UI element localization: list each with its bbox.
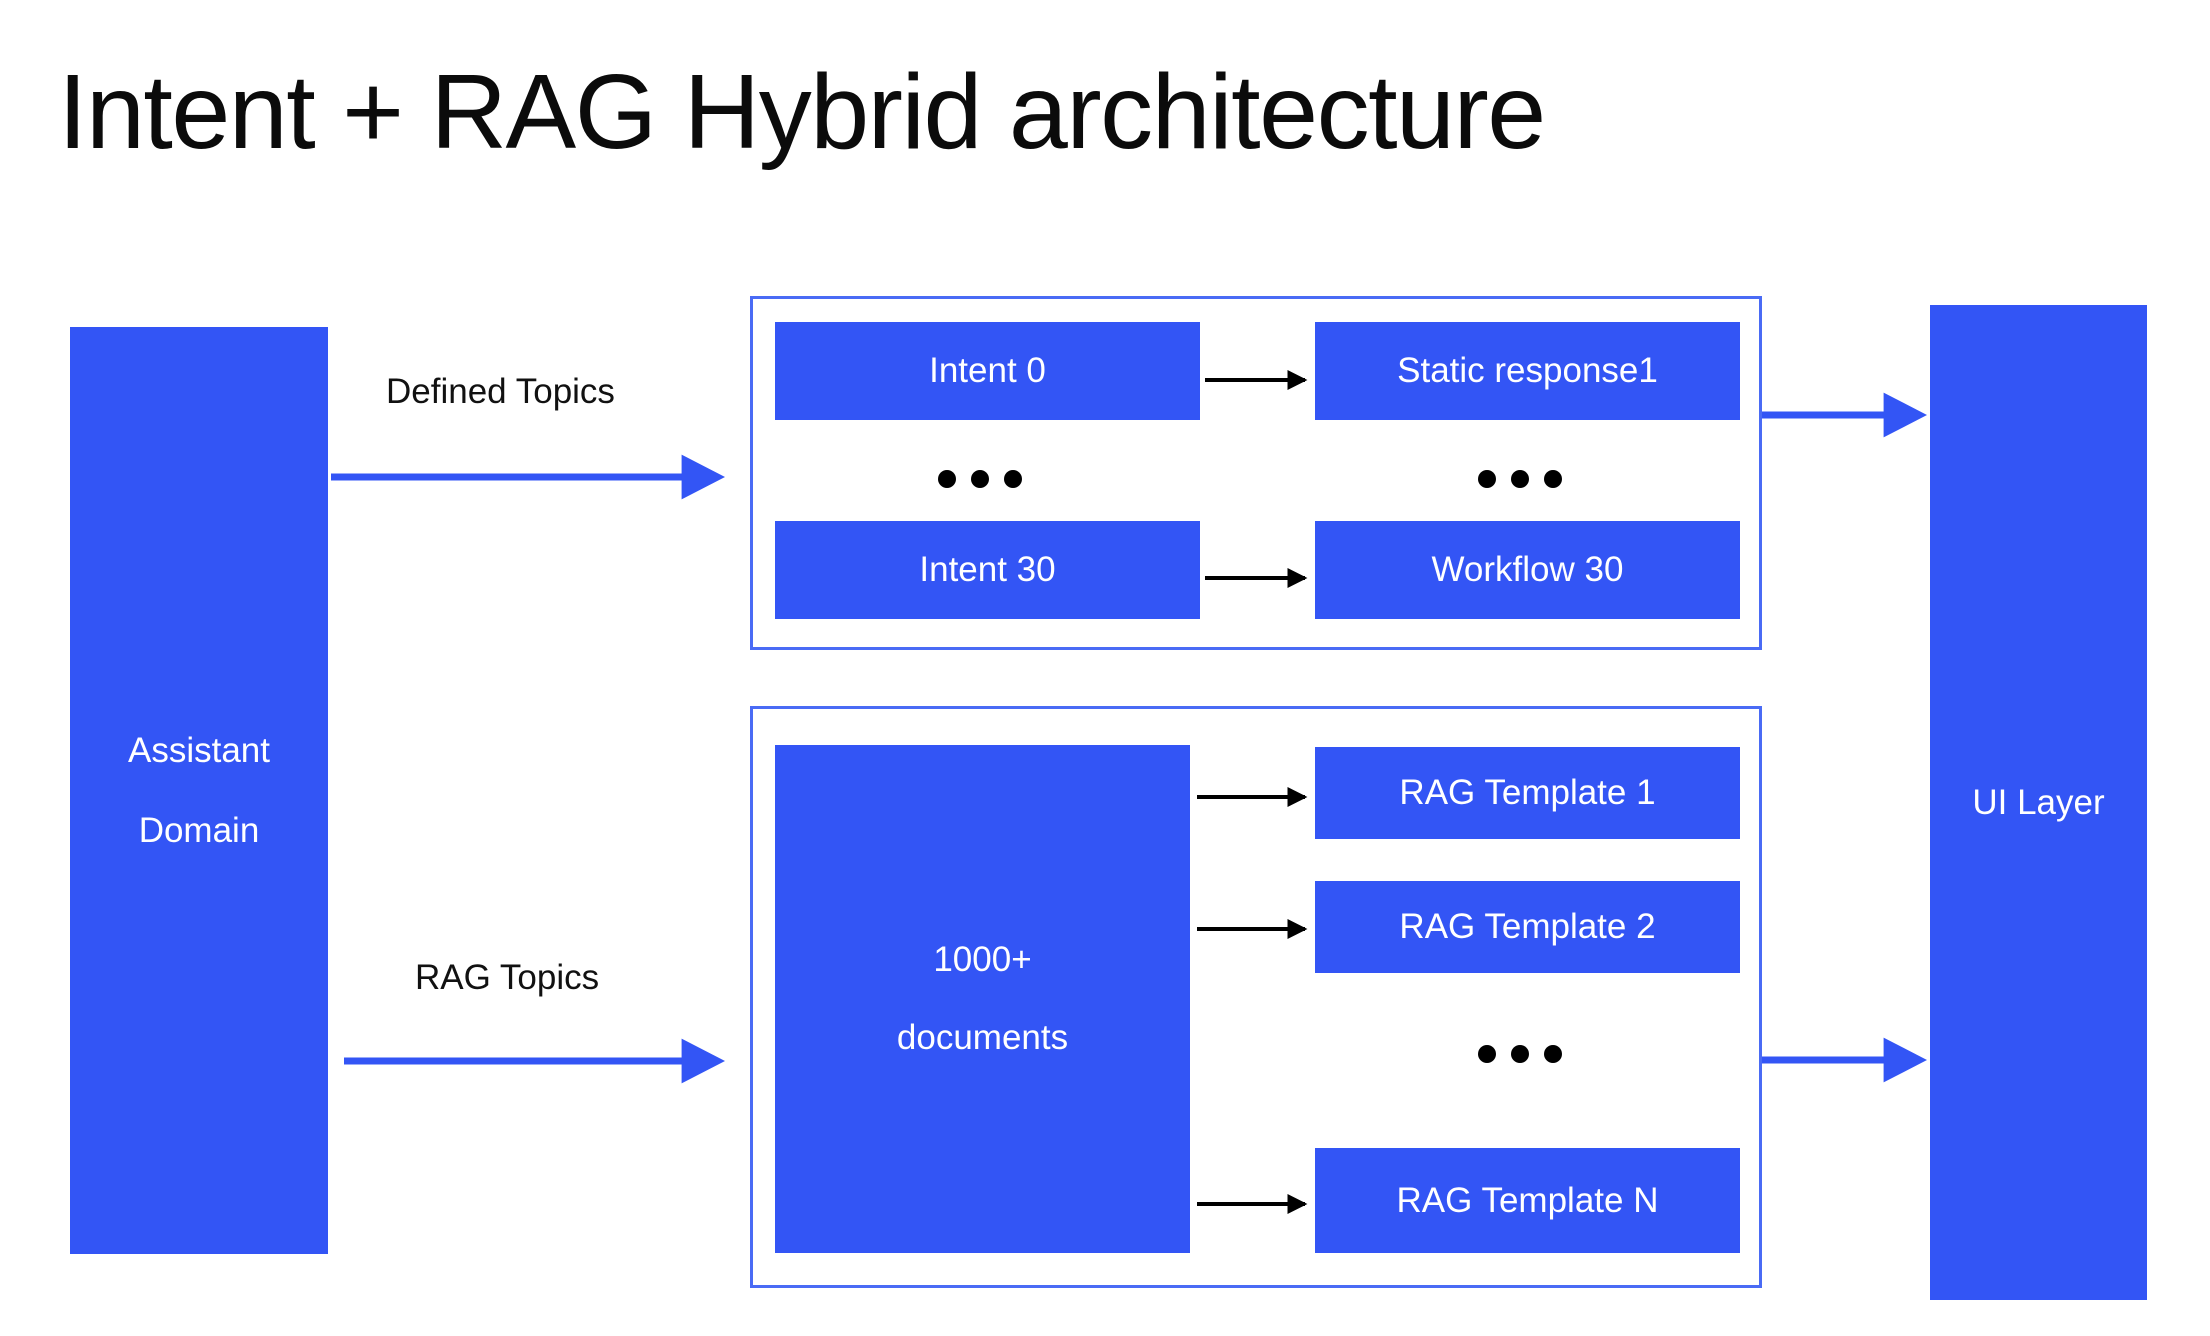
workflow-block-30[interactable]: Workflow 30 [1315,521,1740,619]
intent-column-ellipsis [938,470,1022,488]
rag-template-block-n[interactable]: RAG Template N [1315,1148,1740,1253]
rag-template-block-1-label: RAG Template 1 [1399,773,1656,812]
intent-block-30[interactable]: Intent 30 [775,521,1200,619]
edge-label-rag-topics: RAG Topics [415,958,600,997]
intent-block-30-label: Intent 30 [919,550,1056,589]
dot-icon [1511,470,1529,488]
dot-icon [1478,470,1496,488]
intent-panel [750,296,1762,650]
rag-template-block-2[interactable]: RAG Template 2 [1315,881,1740,973]
assistant-domain-line-2: Domain [138,810,260,850]
edge-label-defined-topics: Defined Topics [386,372,615,411]
intent-block-0[interactable]: Intent 0 [775,322,1200,420]
dot-icon [1511,1045,1529,1063]
assistant-domain-line-1: Assistant [128,730,270,770]
workflow-block-30-label: Workflow 30 [1431,550,1624,589]
static-response-block-1-label: Static response1 [1397,351,1658,390]
rag-template-ellipsis [1478,1045,1562,1063]
document-store-line-2: documents [896,1018,1069,1057]
dot-icon [1004,470,1022,488]
dot-icon [1544,1045,1562,1063]
rag-template-block-1[interactable]: RAG Template 1 [1315,747,1740,839]
ui-layer-block[interactable]: UI Layer [1930,305,2147,1300]
document-store-line-1: 1000+ [933,940,1032,979]
dot-icon [971,470,989,488]
dot-icon [1544,470,1562,488]
dot-icon [938,470,956,488]
rag-panel [750,706,1762,1288]
ui-layer-label: UI Layer [1972,782,2105,822]
static-response-block-1[interactable]: Static response1 [1315,322,1740,420]
document-store-block[interactable]: 1000+ documents [775,745,1190,1253]
rag-template-block-n-label: RAG Template N [1396,1180,1659,1220]
rag-template-block-2-label: RAG Template 2 [1399,907,1656,946]
assistant-domain-block[interactable]: Assistant Domain [70,327,328,1254]
dot-icon [1478,1045,1496,1063]
response-column-ellipsis [1478,470,1562,488]
intent-block-0-label: Intent 0 [929,351,1046,390]
page-title: Intent + RAG Hybrid architecture [58,53,1546,171]
